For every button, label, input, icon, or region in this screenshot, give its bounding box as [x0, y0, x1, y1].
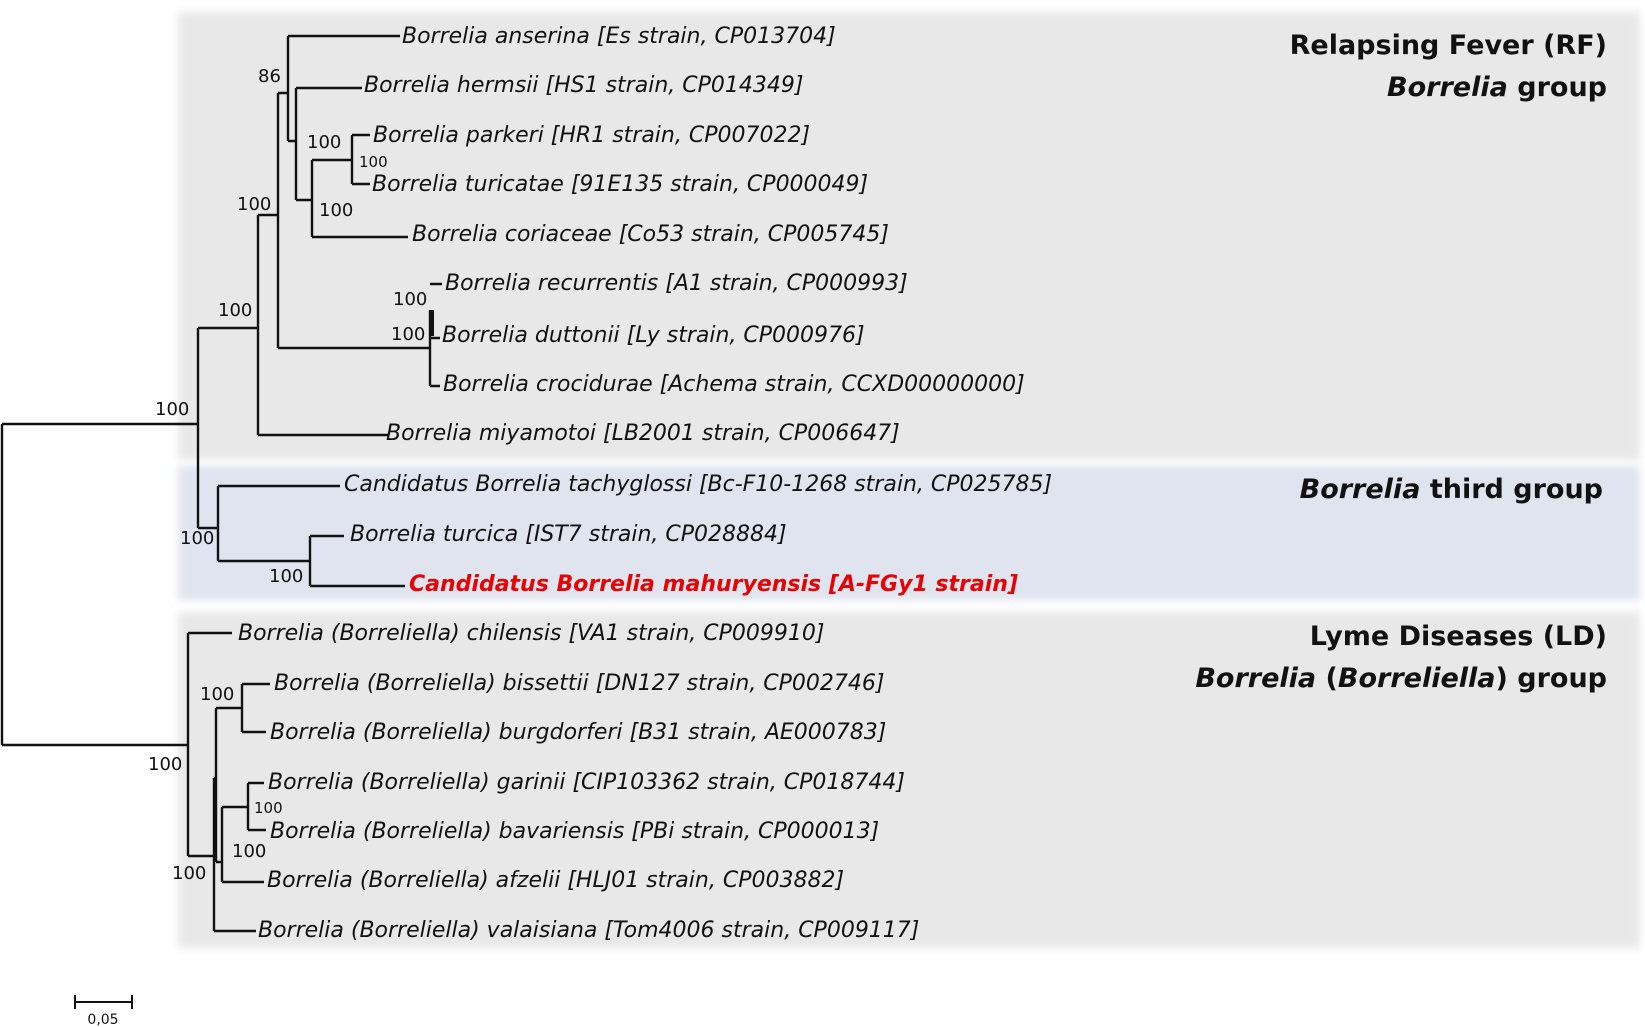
bootstrap-value: 100	[269, 566, 303, 587]
bootstrap-value: 100	[200, 684, 234, 705]
bootstrap-values: 86 100 100 100 100 100 100 100 100 100 1…	[148, 66, 427, 884]
bootstrap-value: 100	[180, 528, 214, 549]
bootstrap-value: 100	[319, 200, 353, 221]
bootstrap-value: 86	[258, 66, 281, 87]
bootstrap-value: 100	[393, 289, 427, 310]
bootstrap-value: 100	[218, 300, 252, 321]
tree-branches	[0, 34, 442, 933]
ld-group-title: Lyme Diseases (LD)	[1310, 621, 1607, 652]
bootstrap-value: 100	[359, 153, 388, 171]
third-group-title: Borrelia third group	[1300, 474, 1603, 505]
leaf-label: Borrelia crocidurae [Achema strain, CCXD…	[443, 372, 1025, 397]
leaf-label: Borrelia (Borreliella) valaisiana [Tom40…	[258, 918, 919, 943]
bootstrap-value: 100	[391, 324, 425, 345]
highlighted-leaf-label: Candidatus Borrelia mahuryensis [A-FGy1 …	[409, 572, 1018, 597]
leaf-label: Borrelia parkeri [HR1 strain, CP007022]	[373, 123, 810, 148]
rf-group-subtitle: Borrelia group	[1387, 72, 1607, 103]
rf-group-background	[178, 12, 1640, 460]
leaf-label: Borrelia (Borreliella) burgdorferi [B31 …	[270, 720, 886, 745]
rf-group-title: Relapsing Fever (RF)	[1290, 30, 1607, 61]
bootstrap-value: 100	[307, 132, 341, 153]
leaf-label: Borrelia turicatae [91E135 strain, CP000…	[372, 172, 868, 197]
leaf-label: Borrelia coriaceae [Co53 strain, CP00574…	[412, 222, 889, 247]
third-group-background	[178, 466, 1640, 600]
bootstrap-value: 100	[172, 863, 206, 884]
leaf-label: Borrelia (Borreliella) chilensis [VA1 st…	[238, 621, 824, 646]
ld-group-subtitle: Borrelia (Borreliella) group	[1195, 663, 1607, 694]
leaf-label: Borrelia (Borreliella) afzelii [HLJ01 st…	[267, 868, 844, 893]
leaf-label: Borrelia recurrentis [A1 strain, CP00099…	[445, 271, 908, 296]
bootstrap-value: 100	[254, 799, 283, 817]
leaf-labels: Borrelia anserina [Es strain, CP013704] …	[238, 24, 1052, 943]
scale-bar-label: 0,05	[87, 1012, 118, 1027]
bootstrap-value: 100	[232, 841, 266, 862]
leaf-label: Borrelia duttonii [Ly strain, CP000976]	[442, 323, 865, 348]
leaf-label: Borrelia (Borreliella) bavariensis [PBi …	[270, 819, 879, 844]
leaf-label: Borrelia miyamotoi [LB2001 strain, CP006…	[386, 421, 900, 446]
leaf-label: Candidatus Borrelia tachyglossi [Bc-F10-…	[344, 472, 1052, 497]
scale-bar: 0,05	[74, 995, 133, 1027]
ld-group-background	[178, 612, 1640, 948]
group-titles: Relapsing Fever (RF) Borrelia group Borr…	[1195, 30, 1607, 694]
bootstrap-value: 100	[148, 754, 182, 775]
leaf-label: Borrelia (Borreliella) garinii [CIP10336…	[268, 770, 905, 795]
leaf-label: Borrelia (Borreliella) bissettii [DN127 …	[274, 671, 885, 696]
leaf-label: Borrelia anserina [Es strain, CP013704]	[402, 24, 836, 49]
leaf-label: Borrelia turcica [IST7 strain, CP028884]	[350, 522, 787, 547]
bootstrap-value: 100	[155, 399, 189, 420]
leaf-label: Borrelia hermsii [HS1 strain, CP014349]	[364, 73, 803, 98]
bootstrap-value: 100	[237, 194, 271, 215]
